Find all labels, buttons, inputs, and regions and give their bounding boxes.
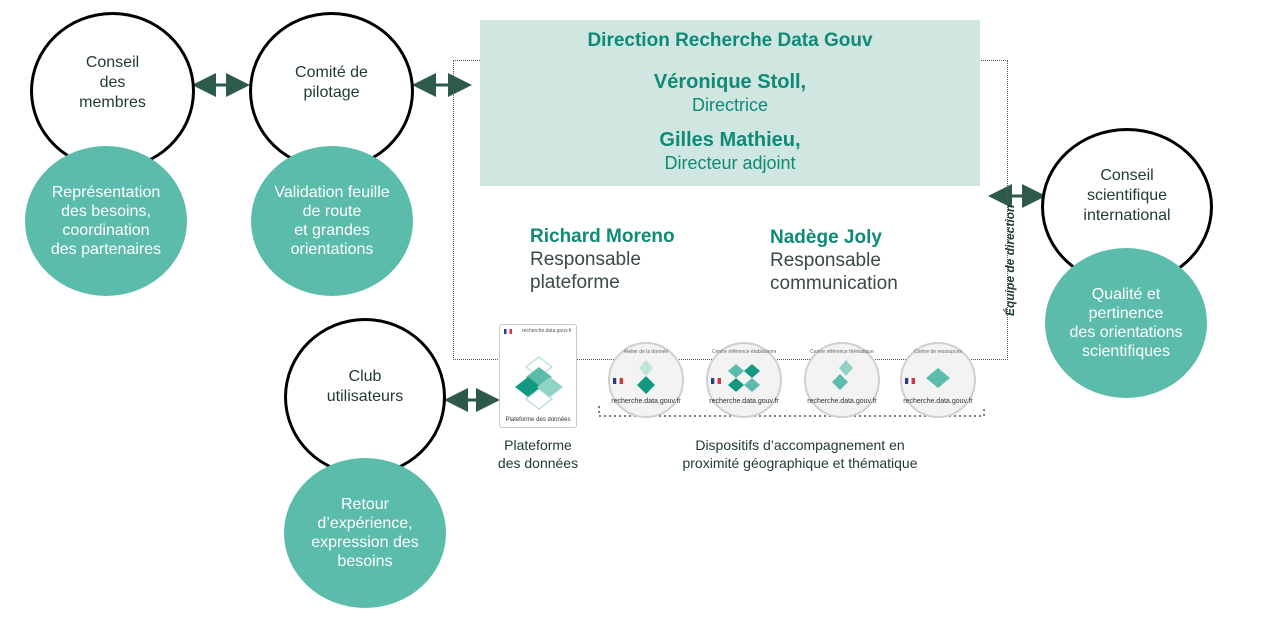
body-name: Conseil des membres: [79, 54, 146, 111]
platform-card-header: recherche.data.gouv.fr: [522, 328, 572, 334]
badges-caption: Dispositifs d’accompagnement en proximit…: [682, 437, 918, 471]
badge-centre-ressources: Centre de ressources recherche.data.gouv…: [900, 342, 976, 418]
team-member-role: Responsable communication: [770, 250, 898, 294]
comite-de-pilotage-mission: Validation feuille de route et grandes o…: [251, 146, 413, 296]
badge-site-label: recherche.data.gouv.fr: [807, 398, 877, 405]
platform-diamonds-icon: [515, 356, 563, 410]
conseil-scientifique-mission: Qualité et pertinence des orientations s…: [1045, 248, 1207, 398]
badges-bracket: [598, 406, 985, 417]
deputy-role: Directeur adjoint: [664, 153, 796, 173]
body-name: Conseil scientifique international: [1083, 167, 1171, 224]
platform-caption: Plateforme des données: [497, 437, 579, 471]
badge-arc-label: Centre référence thématique: [810, 349, 874, 355]
badge-site-label: recherche.data.gouv.fr: [709, 398, 779, 405]
team-member-moreno: Richard Moreno Responsable plateforme: [530, 225, 675, 294]
team-member-name: Nadège Joly: [770, 227, 882, 248]
badge-site-label: recherche.data.gouv.fr: [611, 398, 681, 405]
badge-centre-etablissement: Centre référence établissement recherche…: [706, 342, 782, 418]
team-member-joly: Nadège Joly Responsable communication: [770, 226, 898, 295]
badge-diamond-icon: [905, 368, 950, 388]
team-member-role: Responsable plateforme: [530, 249, 641, 293]
badge-atelier-donnee: Atelier de la donnée recherche.data.gouv…: [608, 342, 684, 418]
deputy-block: Gilles Mathieu, Directeur adjoint: [480, 128, 980, 174]
badge-centre-thematique: Centre référence thématique recherche.da…: [804, 342, 880, 418]
club-utilisateurs-mission: Retour d’expérience, expression des beso…: [284, 458, 446, 608]
club-utilisateurs-circle: Club utilisateurs: [284, 318, 446, 476]
badge-arc-label: Centre référence établissement: [712, 349, 776, 355]
body-name: Comité de pilotage: [295, 64, 368, 101]
badge-site-label: recherche.data.gouv.fr: [903, 398, 973, 405]
director-name: Véronique Stoll,: [653, 71, 807, 93]
republique-logo: [504, 329, 512, 334]
comite-de-pilotage-circle: Comité de pilotage: [249, 12, 414, 170]
badge-arc-label: Atelier de la donnée: [623, 349, 669, 355]
deputy-name: Gilles Mathieu,: [659, 129, 801, 151]
badge-diamond-icon: [832, 360, 853, 390]
conseil-des-membres-mission: Représentation des besoins, coordination…: [25, 146, 187, 296]
team-label: Équipe de direction: [1003, 204, 1017, 316]
badge-diamond-icon: [613, 360, 655, 394]
platform-card-footer: Plateforme des données: [505, 417, 571, 423]
team-member-name: Richard Moreno: [530, 226, 675, 247]
badge-diamond-icon: [711, 364, 760, 392]
direction-title: Direction Recherche Data Gouv: [587, 30, 873, 51]
badge-arc-label: Centre de ressources: [914, 349, 962, 355]
body-name: Club utilisateurs: [326, 368, 404, 405]
director-role: Directrice: [691, 95, 768, 115]
direction-band: [480, 20, 980, 186]
platform-card: recherche.data.gouv.fr Plateforme des do…: [499, 324, 577, 428]
director-block: Véronique Stoll, Directrice: [480, 70, 980, 116]
